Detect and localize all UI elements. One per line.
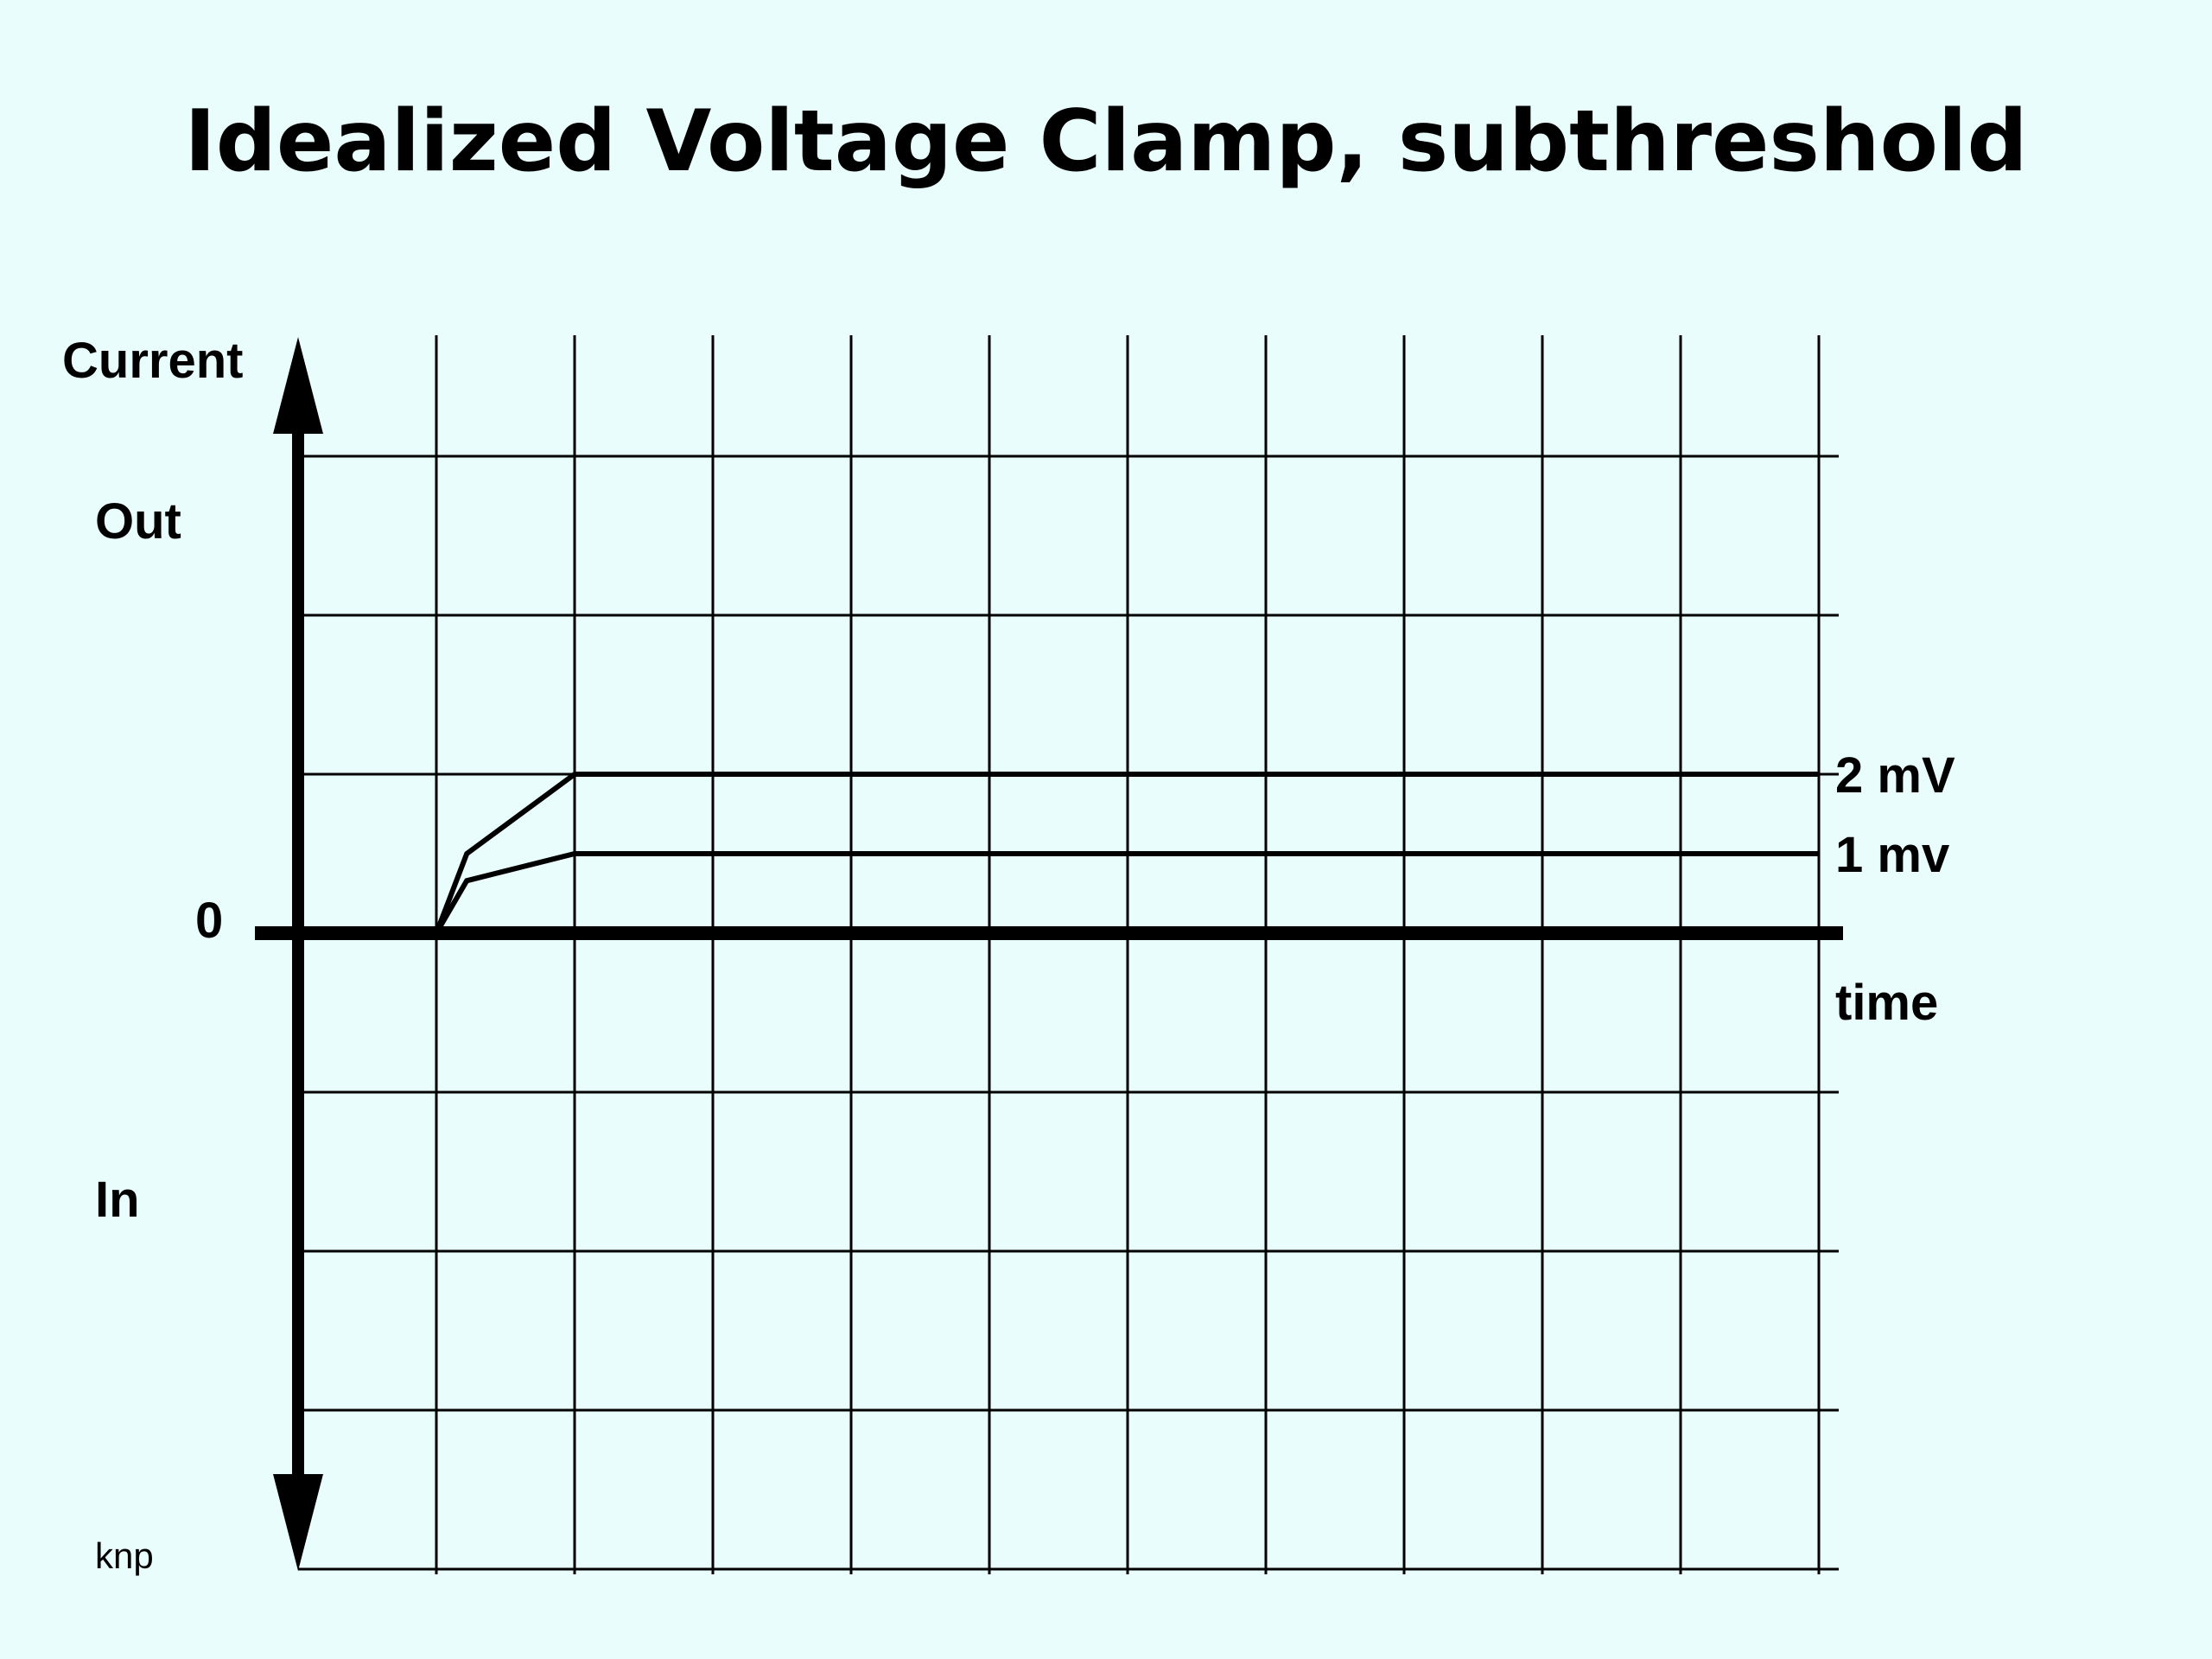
- grid: [298, 335, 1839, 1574]
- y-region-label-out: Out: [95, 493, 181, 550]
- y-region-label-in: In: [95, 1172, 140, 1228]
- series-line-1: [434, 772, 1819, 935]
- series-line-2: [434, 851, 1819, 935]
- axes: [255, 337, 1843, 1571]
- credit-text: knp: [95, 1535, 154, 1576]
- y-axis-arrow-down-icon: [273, 1474, 323, 1571]
- x-axis-label: time: [1835, 975, 1938, 1031]
- y-axis-arrow-up-icon: [273, 337, 323, 434]
- zero-tick-label: 0: [195, 893, 223, 949]
- series-group: [434, 772, 1819, 935]
- y-axis-label: Current: [62, 333, 243, 389]
- series-label-1: 2 mV: [1835, 747, 1955, 804]
- series-labels: 2 mV 1 mv: [1835, 747, 1955, 883]
- series-label-2: 1 mv: [1835, 827, 1949, 883]
- chart-title: Idealized Voltage Clamp, subthreshold: [184, 92, 2028, 191]
